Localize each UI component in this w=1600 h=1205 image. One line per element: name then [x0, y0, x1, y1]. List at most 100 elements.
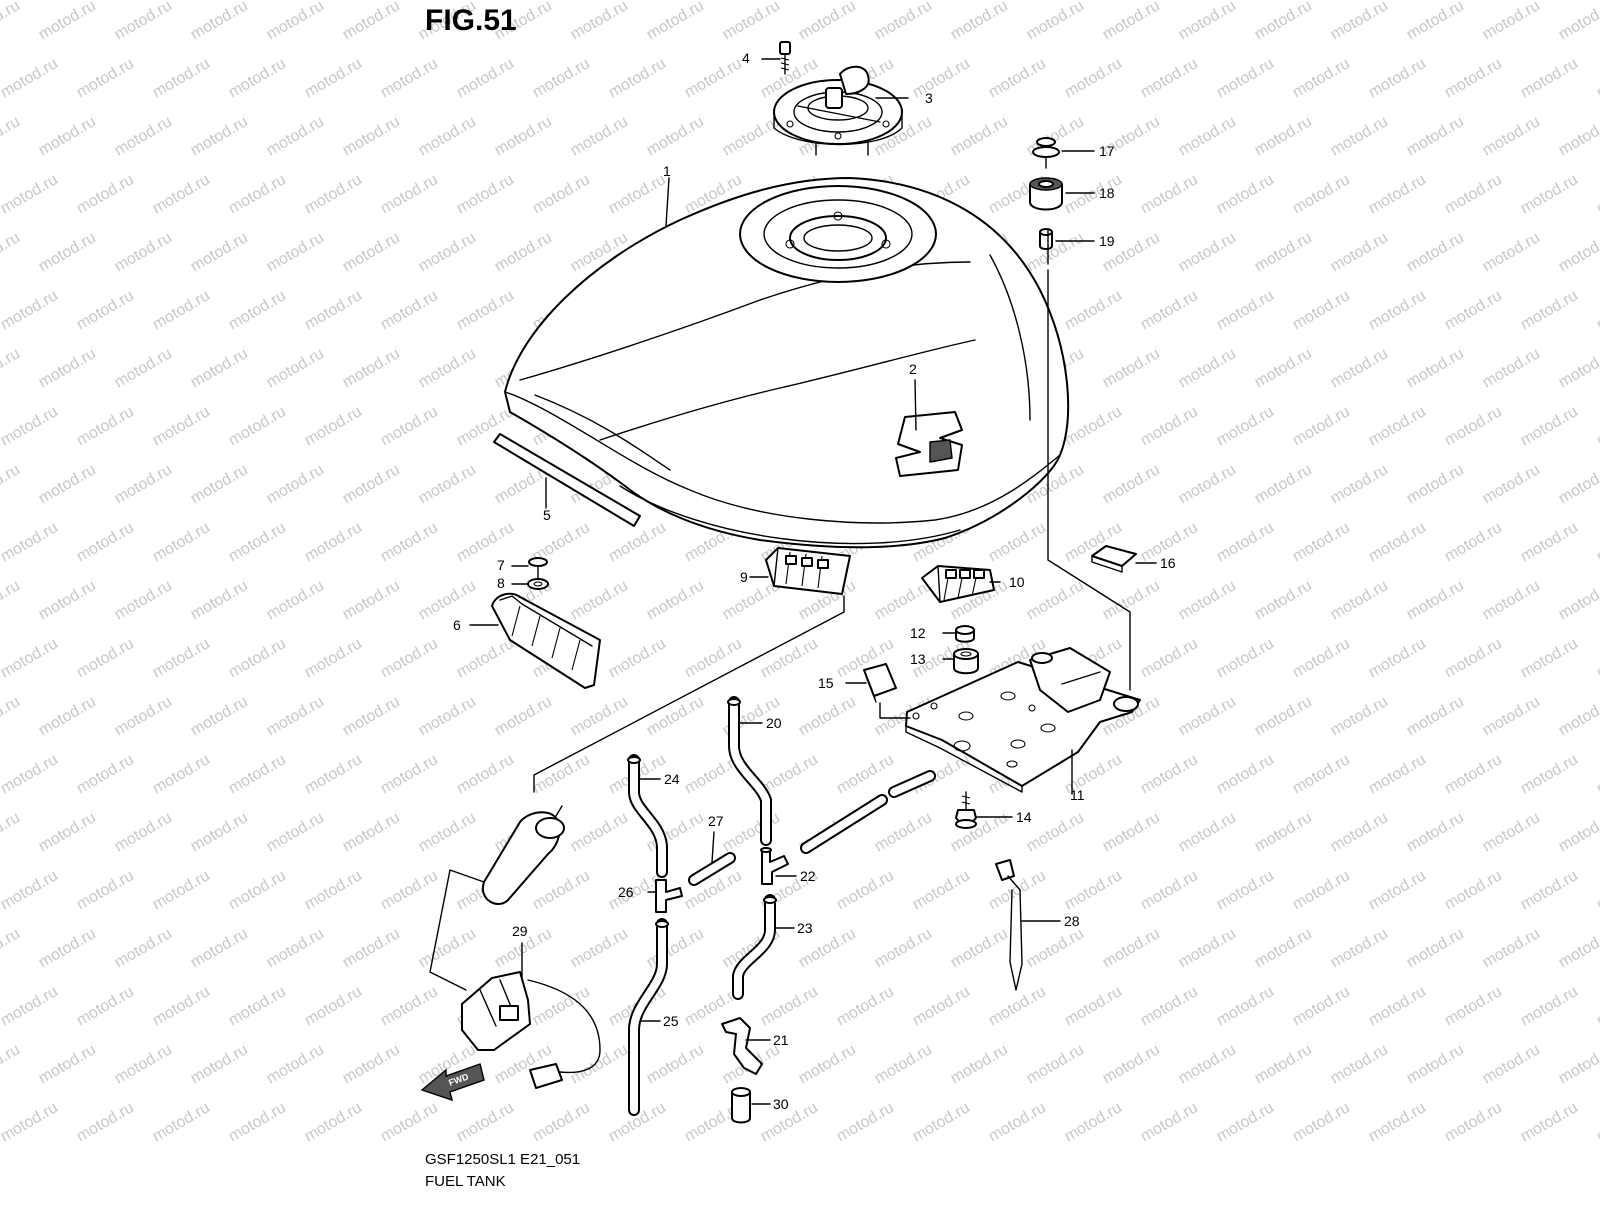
watermark-text: motod.ru: [36, 461, 99, 507]
watermark-text: motod.ru: [530, 983, 593, 1029]
part-screw-7: [528, 557, 548, 579]
watermark-text: motod.ru: [720, 0, 783, 43]
callout-29: 29: [512, 923, 528, 939]
callout-26: 26: [618, 884, 634, 900]
watermark-text: motod.ru: [1328, 461, 1391, 507]
watermark-text: motod.ru: [1290, 171, 1353, 217]
watermark-text: motod.ru: [1594, 519, 1600, 565]
watermark-text: motod.ru: [1518, 635, 1581, 681]
callout-17: 17: [1099, 143, 1115, 159]
watermark-text: motod.ru: [1404, 577, 1467, 623]
watermark-text: motod.ru: [1290, 287, 1353, 333]
watermark-text: motod.ru: [264, 461, 327, 507]
watermark-text: motod.ru: [1176, 925, 1239, 971]
watermark-text: motod.ru: [1594, 635, 1600, 681]
watermark-text: motod.ru: [150, 867, 213, 913]
watermark-text: motod.ru: [1556, 693, 1600, 739]
watermark-text: motod.ru: [568, 925, 631, 971]
watermark-text: motod.ru: [910, 983, 973, 1029]
watermark-text: motod.ru: [1518, 983, 1581, 1029]
watermark-text: motod.ru: [986, 983, 1049, 1029]
watermark-text: motod.ru: [416, 113, 479, 159]
watermark-text: motod.ru: [1594, 403, 1600, 449]
watermark-text: motod.ru: [264, 577, 327, 623]
watermark-text: motod.ru: [644, 577, 707, 623]
watermark-text: motod.ru: [530, 55, 593, 101]
watermark-text: motod.ru: [568, 113, 631, 159]
watermark-text: motod.ru: [1404, 345, 1467, 391]
watermark-text: motod.ru: [1252, 0, 1315, 43]
watermark-text: motod.ru: [0, 171, 61, 217]
watermark-text: motod.ru: [1100, 577, 1163, 623]
watermark-text: motod.ru: [606, 55, 669, 101]
watermark-text: motod.ru: [1062, 867, 1125, 913]
watermark-text: motod.ru: [1442, 635, 1505, 681]
watermark-text: motod.ru: [758, 1099, 821, 1145]
watermark-text: motod.ru: [1138, 403, 1201, 449]
watermark-text: motod.ru: [530, 171, 593, 217]
callout-2: 2: [909, 361, 917, 377]
watermark-text: motod.ru: [340, 1041, 403, 1087]
watermark-text: motod.ru: [1290, 635, 1353, 681]
watermark-text: motod.ru: [454, 171, 517, 217]
watermark-text: motod.ru: [1404, 809, 1467, 855]
watermark-text: motod.ru: [340, 113, 403, 159]
watermark-text: motod.ru: [264, 345, 327, 391]
watermark-text: motod.ru: [226, 635, 289, 681]
watermark-text: motod.ru: [416, 809, 479, 855]
watermark-text: motod.ru: [1328, 345, 1391, 391]
watermark-text: motod.ru: [226, 287, 289, 333]
watermark-text: motod.ru: [112, 229, 175, 275]
watermark-text: motod.ru: [264, 0, 327, 43]
watermark-text: motod.ru: [1252, 229, 1315, 275]
watermark-text: motod.ru: [720, 809, 783, 855]
watermark-text: motod.ru: [1328, 577, 1391, 623]
callout-14: 14: [1016, 809, 1032, 825]
watermark-text: motod.ru: [302, 55, 365, 101]
watermark-text: motod.ru: [74, 519, 137, 565]
watermark-text: motod.ru: [948, 0, 1011, 43]
part-rubber-18: [1029, 177, 1063, 211]
watermark-text: motod.ru: [226, 983, 289, 1029]
watermark-text: motod.ru: [302, 751, 365, 797]
watermark-text: motod.ru: [36, 345, 99, 391]
callout-1: 1: [663, 163, 671, 179]
watermark-text: motod.ru: [1594, 751, 1600, 797]
watermark-text: motod.ru: [188, 345, 251, 391]
watermark-text: motod.ru: [150, 1099, 213, 1145]
watermark-text: motod.ru: [74, 751, 137, 797]
part-joint-22: [760, 847, 789, 885]
watermark-text: motod.ru: [872, 809, 935, 855]
part-hose-25: [628, 918, 669, 1116]
watermark-text: motod.ru: [1024, 1041, 1087, 1087]
watermark-text: motod.ru: [36, 229, 99, 275]
figure-title: FIG.51: [425, 4, 517, 37]
watermark-text: motod.ru: [378, 751, 441, 797]
watermark-text: motod.ru: [1594, 171, 1600, 217]
watermark-text: motod.ru: [36, 0, 99, 43]
watermark-text: motod.ru: [36, 113, 99, 159]
watermark-text: motod.ru: [454, 1099, 517, 1145]
watermark-text: motod.ru: [1176, 0, 1239, 43]
watermark-text: motod.ru: [0, 345, 23, 391]
callout-25: 25: [663, 1013, 679, 1029]
watermark-text: motod.ru: [378, 1099, 441, 1145]
watermark-text: motod.ru: [0, 0, 23, 43]
watermark-text: motod.ru: [1252, 577, 1315, 623]
watermark-text: motod.ru: [1100, 0, 1163, 43]
watermark-text: motod.ru: [1176, 693, 1239, 739]
watermark-text: motod.ru: [1214, 171, 1277, 217]
part-bolt-4: [779, 41, 791, 75]
watermark-text: motod.ru: [1290, 751, 1353, 797]
watermark-text: motod.ru: [568, 693, 631, 739]
watermark-text: motod.ru: [36, 577, 99, 623]
watermark-text: motod.ru: [644, 1041, 707, 1087]
watermark-text: motod.ru: [188, 577, 251, 623]
watermark-text: motod.ru: [0, 983, 61, 1029]
watermark-text: motod.ru: [1518, 867, 1581, 913]
watermark-text: motod.ru: [1518, 171, 1581, 217]
part-bolt-14: [955, 791, 977, 829]
watermark-text: motod.ru: [1214, 1099, 1277, 1145]
watermark-text: motod.ru: [264, 113, 327, 159]
